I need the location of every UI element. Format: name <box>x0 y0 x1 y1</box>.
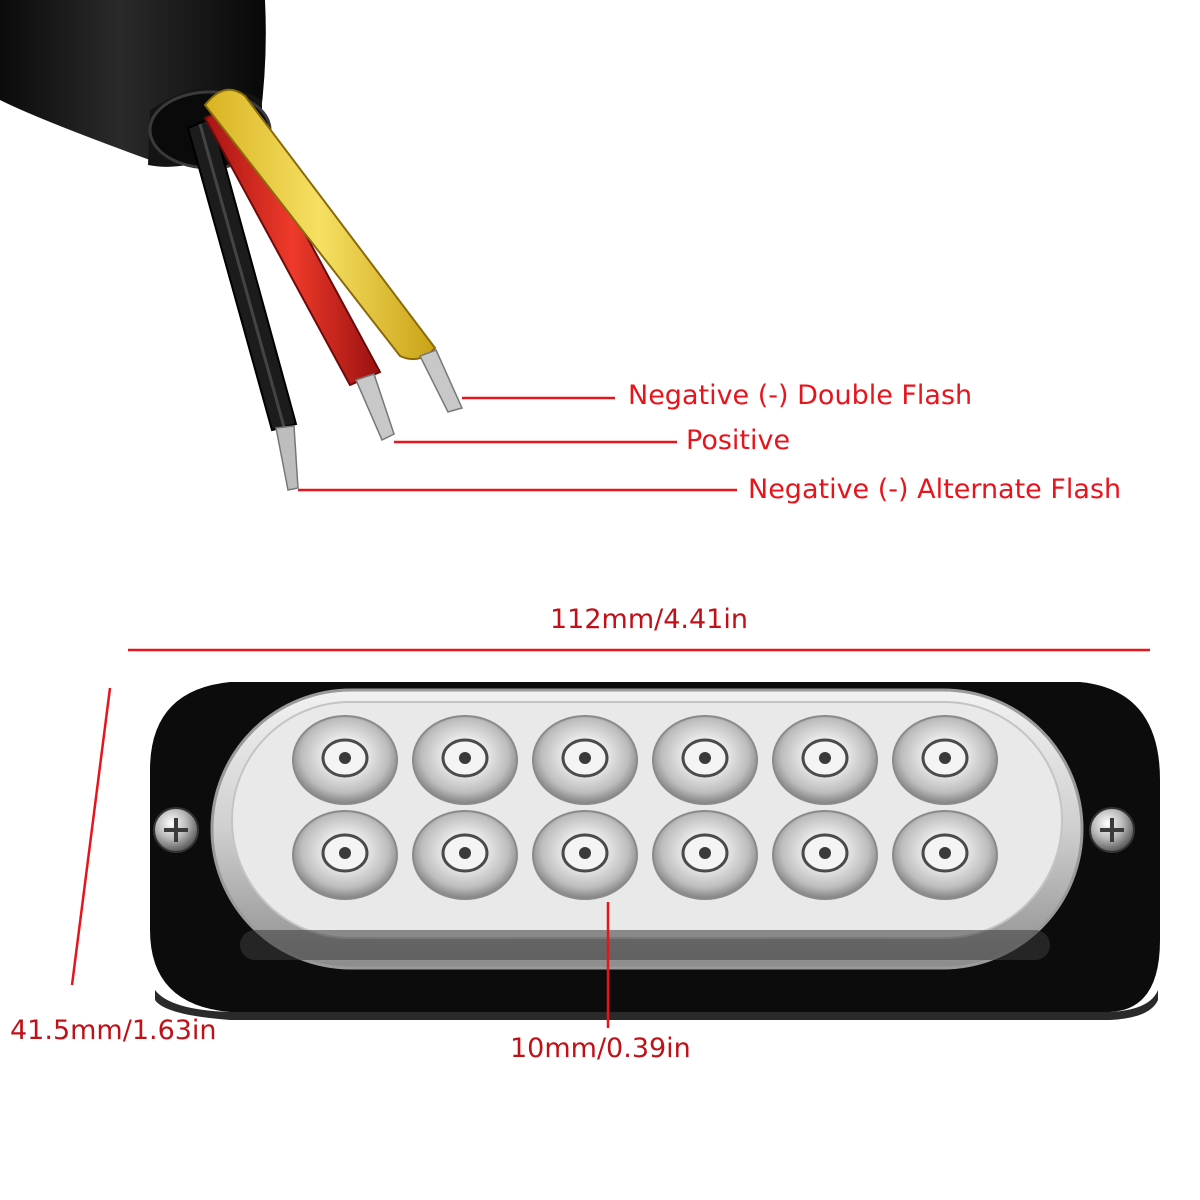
led-icon <box>772 810 878 900</box>
led-icon <box>892 810 998 900</box>
label-negative-alternate-flash: Negative (-) Alternate Flash <box>748 474 1122 505</box>
screw-icon <box>153 807 199 853</box>
wire-leader-lines <box>298 396 737 492</box>
led-icon <box>772 715 878 805</box>
led-icon <box>532 810 638 900</box>
led-icon <box>292 810 398 900</box>
label-positive: Positive <box>686 425 791 456</box>
screw-icon <box>1089 807 1135 853</box>
led-icon <box>532 715 638 805</box>
label-negative-double-flash: Negative (-) Double Flash <box>628 380 973 411</box>
led-icon <box>652 715 758 805</box>
light-bar <box>150 682 1160 1020</box>
led-icon <box>412 715 518 805</box>
yellow-wire <box>203 88 464 413</box>
led-grid <box>292 715 998 900</box>
led-icon <box>412 810 518 900</box>
label-height-dimension: 41.5mm/1.63in <box>10 1015 217 1046</box>
label-length-dimension: 112mm/4.41in <box>550 604 748 635</box>
led-icon <box>652 810 758 900</box>
black-wire <box>186 116 299 491</box>
height-dimension-line <box>70 687 112 986</box>
led-icon <box>292 715 398 805</box>
led-icon <box>892 715 998 805</box>
label-depth-dimension: 10mm/0.39in <box>510 1033 691 1064</box>
